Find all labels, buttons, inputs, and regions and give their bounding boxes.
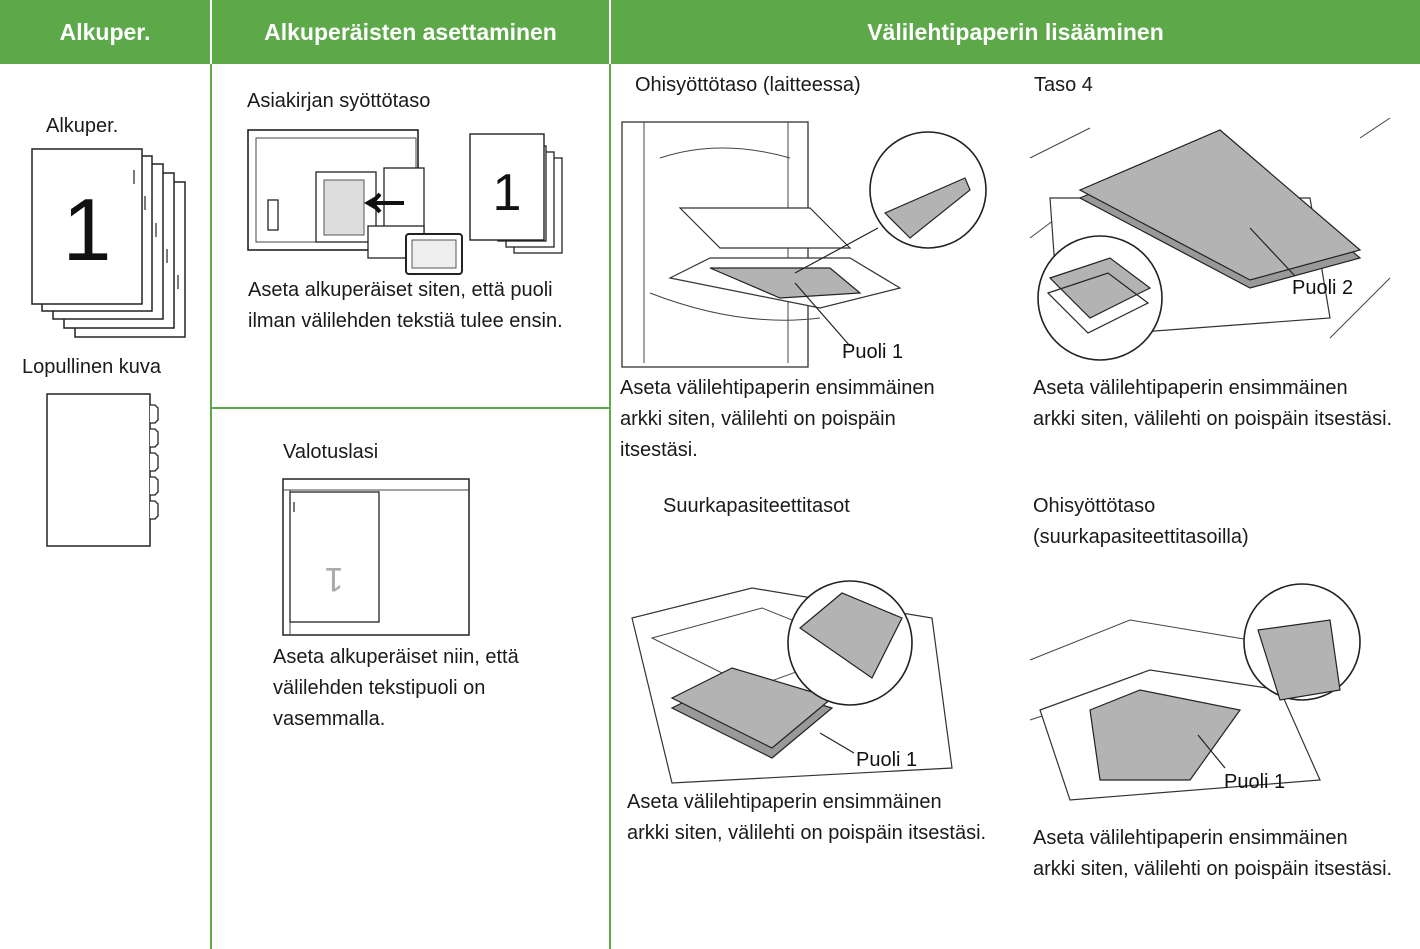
header-original: Alkuper.: [0, 0, 210, 64]
column-divider-1: [210, 64, 212, 949]
header-adding-tab-paper: Välilehtipaperin lisääminen: [611, 0, 1420, 64]
original-label: Alkuper.: [46, 115, 119, 137]
row-divider: [210, 407, 611, 409]
document-feeder-title: Asiakirjan syöttötaso: [247, 90, 431, 112]
large-capacity-tray-title: Suurkapasiteettitasot: [663, 495, 850, 517]
column-divider-2: [609, 64, 611, 949]
tray4-illustration: Puoli 2: [1029, 117, 1391, 361]
large-capacity-bypass-title: Ohisyöttötaso (suurkapasiteettitasoilla): [1033, 495, 1249, 548]
large-capacity-bypass-illustration: Puoli 1: [1029, 583, 1361, 801]
document-feeder-illustration: 1: [247, 129, 563, 275]
tray4-side-label: Puoli 2: [1292, 277, 1353, 299]
large-capacity-tray-illustration: Puoli 1: [631, 580, 953, 784]
tray4-instruction: Aseta välilehtipaperin ensimmäinen arkki…: [1033, 377, 1393, 430]
feeder-doc-number: 1: [493, 164, 522, 222]
bypass-tray-illustration: Puoli 1: [621, 121, 987, 368]
final-image-illustration: [46, 393, 159, 547]
bypass-tray-instruction: Aseta välilehtipaperin ensimmäinen arkki…: [620, 377, 935, 461]
original-number: 1: [63, 180, 112, 279]
final-image-label: Lopullinen kuva: [22, 356, 161, 378]
glass-doc-number: 1: [325, 560, 344, 598]
document-glass-title: Valotuslasi: [283, 441, 379, 463]
document-glass-instruction: Aseta alkuperäiset niin, että välilehden…: [273, 646, 519, 730]
header-placing-originals: Alkuperäisten asettaminen: [212, 0, 609, 64]
large-capacity-bypass-side-label: Puoli 1: [1224, 771, 1285, 793]
bypass-tray-title: Ohisyöttötaso (laitteessa): [635, 74, 861, 96]
original-stack-illustration: 1: [31, 148, 186, 338]
tray4-title: Taso 4: [1034, 74, 1093, 96]
large-capacity-side-label: Puoli 1: [856, 749, 917, 771]
document-feeder-instruction: Aseta alkuperäiset siten, että puoli ilm…: [248, 279, 563, 332]
document-glass-illustration: 1: [282, 478, 470, 636]
large-capacity-bypass-instruction: Aseta välilehtipaperin ensimmäinen arkki…: [1033, 827, 1393, 880]
bypass-side-label: Puoli 1: [842, 341, 903, 363]
large-capacity-tray-instruction: Aseta välilehtipaperin ensimmäinen arkki…: [627, 791, 987, 844]
